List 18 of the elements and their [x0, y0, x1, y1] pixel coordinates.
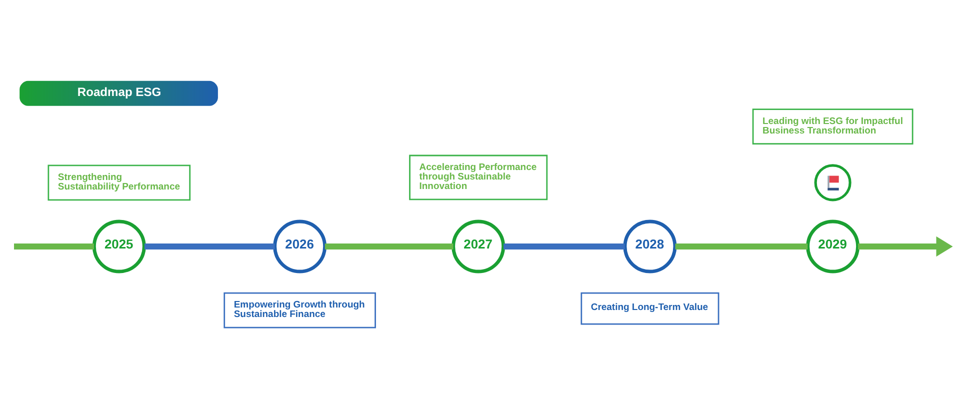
node-box: Strengthening Sustainability Performance — [48, 164, 191, 201]
connector — [675, 243, 808, 250]
connector — [144, 243, 275, 250]
node-circle: 2029 — [806, 220, 860, 274]
node-circle: 2027 — [452, 220, 506, 274]
node-circle: 2026 — [273, 220, 327, 274]
node-box: Accelerating Performance through Sustainable Innovation — [409, 154, 548, 200]
node-circle: 2028 — [623, 220, 677, 274]
connector — [324, 243, 454, 250]
connector — [14, 243, 94, 250]
node-box: Empowering Growth through Sustainable Finance — [224, 292, 376, 328]
node-circle: 2025 — [92, 220, 146, 274]
arrow — [858, 236, 953, 257]
node-box: Leading with ESG for Impactful Business Transformation — [752, 108, 914, 145]
node-circle — [814, 164, 852, 202]
node-box: Creating Long-Term Value — [580, 292, 720, 325]
connector — [504, 243, 625, 250]
diagram-title: Roadmap ESG — [77, 85, 162, 100]
